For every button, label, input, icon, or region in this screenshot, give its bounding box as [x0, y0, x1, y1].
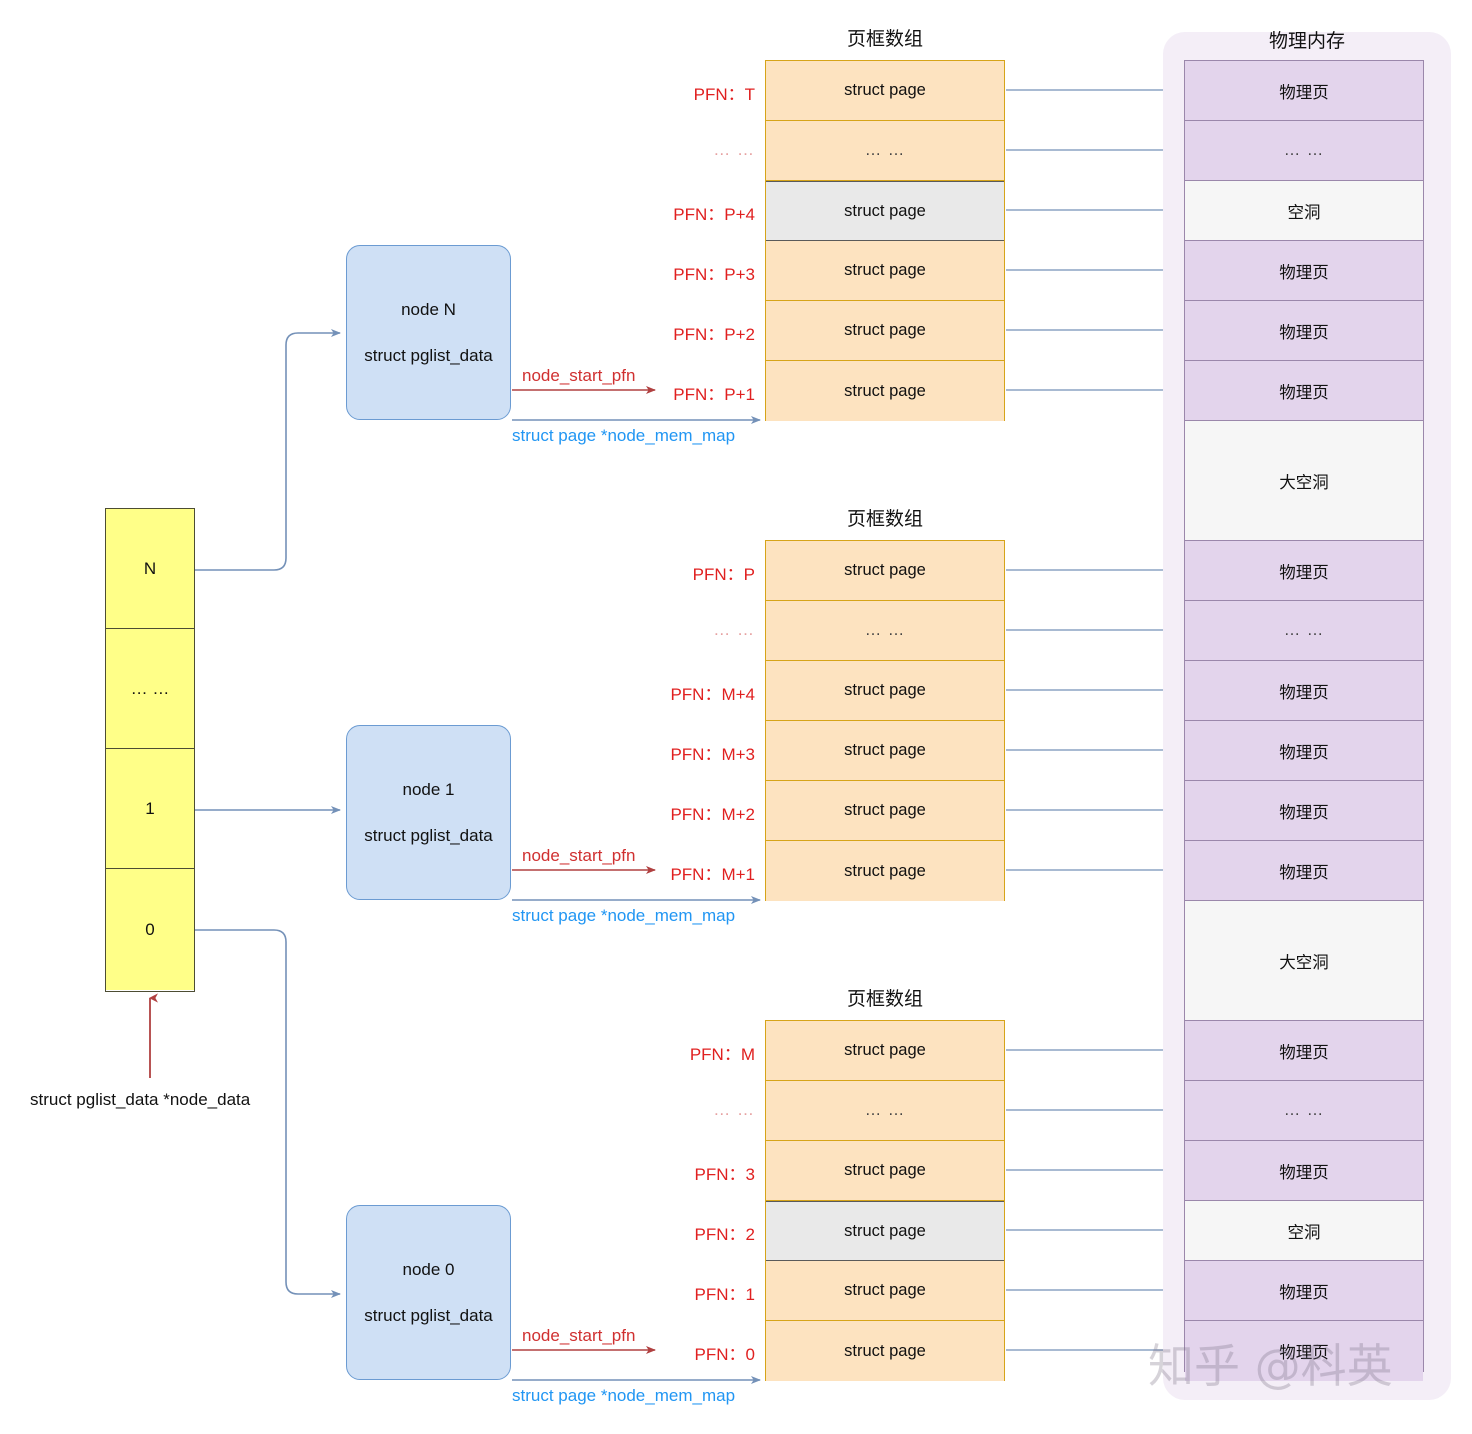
node-data-pointer-label: struct pglist_data *node_data — [30, 1090, 251, 1109]
wire-node0 — [195, 929, 341, 1298]
pfn-label: … … — [713, 1100, 755, 1119]
pfn-label: PFN：2 — [694, 1225, 755, 1244]
node-start-pfn-label-1: node_start_pfn — [522, 846, 636, 865]
node-start-pfn-label-N: node_start_pfn — [522, 366, 636, 385]
pfn-label: PFN：M+2 — [670, 805, 755, 824]
page-frame-array-title-3: 页框数组 — [846, 989, 923, 1010]
page-frame-array-title-2: 页框数组 — [846, 509, 923, 530]
page-frame-row[interactable]: … … — [766, 1081, 1004, 1141]
page-frame-row[interactable]: struct page — [766, 841, 1004, 901]
pfn-label: … … — [713, 140, 755, 159]
physical-memory-row[interactable]: … … — [1185, 121, 1423, 181]
node-mem-map-label-0: struct page *node_mem_map — [512, 1386, 736, 1405]
physical-memory-row[interactable]: 物理页 — [1185, 361, 1423, 421]
pfn-label: PFN：3 — [694, 1165, 755, 1184]
pfn-label: PFN：1 — [694, 1285, 755, 1304]
physical-memory-row[interactable]: 物理页 — [1185, 721, 1423, 781]
physical-memory-row[interactable]: 物理页 — [1185, 61, 1423, 121]
physical-memory-row[interactable]: 物理页 — [1185, 661, 1423, 721]
pfn-label: … … — [713, 620, 755, 639]
page-frame-row[interactable]: struct page — [766, 1261, 1004, 1321]
node-data-cell-0[interactable]: 0 — [106, 869, 194, 990]
wire-group-pagemap-bottom — [1006, 1046, 1179, 1354]
node-mem-map-label-N: struct page *node_mem_map — [512, 426, 736, 445]
pfn-label: PFN：M+3 — [670, 745, 755, 764]
pfn-label: PFN：P+3 — [673, 265, 755, 284]
page-frame-row[interactable]: struct page — [766, 541, 1004, 601]
page-frame-row[interactable]: struct page — [766, 1021, 1004, 1081]
page-frame-row[interactable]: struct page — [766, 61, 1004, 121]
node-struct-1: struct pglist_data — [364, 825, 493, 845]
physical-memory-row[interactable]: 大空洞 — [1185, 901, 1423, 1021]
physical-memory-row[interactable]: 物理页 — [1185, 841, 1423, 901]
physical-memory-row[interactable]: 物理页 — [1185, 241, 1423, 301]
pfn-label: PFN：P+4 — [673, 205, 755, 224]
pfn-label: PFN：P+2 — [673, 325, 755, 344]
page-frame-row[interactable]: struct page — [766, 1141, 1004, 1201]
node-struct-N: struct pglist_data — [364, 345, 493, 365]
node-mem-map-label-1: struct page *node_mem_map — [512, 906, 736, 925]
physical-memory-row[interactable]: 大空洞 — [1185, 421, 1423, 541]
physical-memory-row[interactable]: 物理页 — [1185, 1321, 1423, 1381]
wire-nodeN — [195, 329, 341, 571]
page-frame-row[interactable]: … … — [766, 601, 1004, 661]
node-data-cell-1[interactable]: 1 — [106, 749, 194, 869]
wire-group-pagemap-mid — [1006, 566, 1179, 874]
page-frame-row[interactable]: struct page — [766, 1201, 1004, 1261]
page-frame-row[interactable]: … … — [766, 121, 1004, 181]
pglist-data-box-node-1[interactable]: node 1 struct pglist_data — [346, 725, 511, 900]
pfn-label: PFN：M+1 — [670, 865, 755, 884]
page-frame-array-3: struct page … … struct page struct page … — [765, 1020, 1005, 1381]
pglist-data-box-node-0[interactable]: node 0 struct pglist_data — [346, 1205, 511, 1380]
page-frame-row[interactable]: struct page — [766, 781, 1004, 841]
page-frame-row[interactable]: struct page — [766, 181, 1004, 241]
pfn-label: PFN：P — [692, 565, 755, 584]
node-name-1: node 1 — [402, 779, 455, 799]
page-frame-row[interactable]: struct page — [766, 1321, 1004, 1381]
pfn-label: PFN：M+4 — [670, 685, 755, 704]
page-frame-row[interactable]: struct page — [766, 721, 1004, 781]
physical-memory-row[interactable]: 物理页 — [1185, 1021, 1423, 1081]
node-data-cell-N[interactable]: N — [106, 509, 194, 629]
pfn-label: PFN：T — [693, 85, 755, 104]
page-frame-array-title-1: 页框数组 — [846, 29, 923, 50]
page-frame-row[interactable]: struct page — [766, 361, 1004, 421]
page-frame-array-2: struct page … … struct page struct page … — [765, 540, 1005, 901]
physical-memory-row[interactable]: 物理页 — [1185, 541, 1423, 601]
physical-memory-row[interactable]: 物理页 — [1185, 1141, 1423, 1201]
pfn-label: PFN：M — [689, 1045, 755, 1064]
physical-memory-row[interactable]: 物理页 — [1185, 1261, 1423, 1321]
node-data-array: N … … 1 0 — [105, 508, 195, 992]
node-name-0: node 0 — [402, 1259, 455, 1279]
physical-memory-title: 物理内存 — [1268, 31, 1345, 52]
node-data-cell-ellipsis[interactable]: … … — [106, 629, 194, 749]
wire-group-pagemap-top — [1006, 86, 1179, 394]
page-frame-row[interactable]: struct page — [766, 241, 1004, 301]
page-frame-row[interactable]: struct page — [766, 301, 1004, 361]
watermark: 知乎 @科英 — [1148, 1339, 1393, 1393]
physical-memory-row[interactable]: 空洞 — [1185, 1201, 1423, 1261]
physical-memory-column: 物理页 … … 空洞 物理页 物理页 物理页 大空洞 物理页 … … 物理页 物… — [1184, 60, 1424, 1381]
page-frame-array-1: struct page … … struct page struct page … — [765, 60, 1005, 421]
physical-memory-row[interactable]: … … — [1185, 1081, 1423, 1141]
pfn-label: PFN：P+1 — [673, 385, 755, 404]
physical-memory-row[interactable]: 空洞 — [1185, 181, 1423, 241]
physical-memory-row[interactable]: 物理页 — [1185, 301, 1423, 361]
node-struct-0: struct pglist_data — [364, 1305, 493, 1325]
pfn-label: PFN：0 — [694, 1345, 755, 1364]
pglist-data-box-node-N[interactable]: node N struct pglist_data — [346, 245, 511, 420]
node-name-N: node N — [401, 299, 456, 319]
page-frame-row[interactable]: struct page — [766, 661, 1004, 721]
node-start-pfn-label-0: node_start_pfn — [522, 1326, 636, 1345]
physical-memory-row[interactable]: 物理页 — [1185, 781, 1423, 841]
physical-memory-row[interactable]: … … — [1185, 601, 1423, 661]
